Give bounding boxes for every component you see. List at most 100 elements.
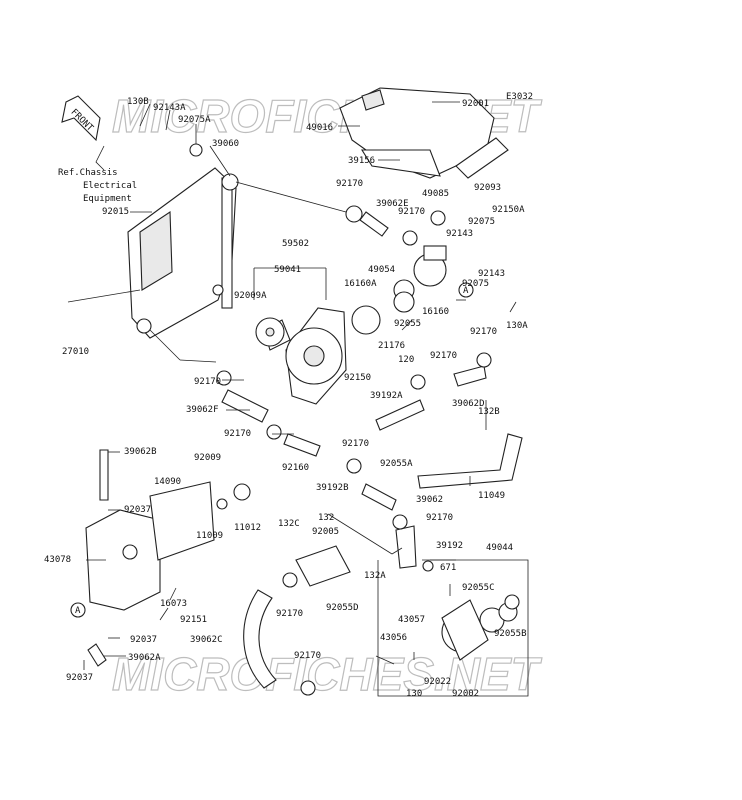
circle-ref-a-label-2: A [75, 606, 81, 616]
reserve-tank-icon [85, 481, 215, 611]
part-label: 92170 [336, 179, 363, 189]
water-pump-icon [441, 599, 518, 661]
part-label: 39062F [186, 405, 219, 415]
part-label: 16160A [344, 279, 377, 289]
reference-note: Ref.Chassis Electrical Equipment [58, 145, 137, 204]
part-label: 671 [440, 563, 456, 573]
part-label: 92055B [494, 629, 527, 639]
part-label: 49016 [306, 123, 333, 133]
part-label: 92055D [326, 603, 359, 613]
pipe-39192-icon [395, 525, 417, 569]
part-labels: 130B 92143A 92075A 39060 92015 27010 920… [44, 97, 528, 699]
part-label: 92055 [394, 319, 421, 329]
pump-group-bracket [377, 559, 529, 697]
part-label: 39062A [128, 653, 161, 663]
ref-note-line-1: Ref.Chassis [58, 168, 118, 178]
part-label: 11049 [478, 491, 505, 501]
water-pipe-icon [417, 433, 523, 489]
gasket-92005-icon [295, 545, 351, 587]
part-label: 39060 [212, 139, 239, 149]
part-label: 92143 [446, 229, 473, 239]
diagram-code: E3032 [506, 92, 533, 102]
part-label: 92170 [426, 513, 453, 523]
part-label: 92005 [312, 527, 339, 537]
part-label: 16073 [160, 599, 187, 609]
part-label: 92015 [102, 207, 129, 217]
watermark-bottom: MICROFICHES.NET [112, 648, 543, 700]
part-label: 39192 [436, 541, 463, 551]
part-label: 132B [478, 407, 500, 417]
part-label: 49044 [486, 543, 513, 553]
part-label: 92075 [468, 217, 495, 227]
part-label: 132 [318, 513, 334, 523]
part-label: 92170 [342, 439, 369, 449]
part-label: 92022 [424, 677, 451, 687]
part-label: 120 [398, 355, 414, 365]
part-label: 92170 [294, 651, 321, 661]
part-label: 39062 [416, 495, 443, 505]
pipe-39192a-icon [375, 399, 425, 431]
hoses-icon [87, 211, 487, 689]
ref-note-line-3: Equipment [83, 194, 132, 204]
part-label: 21176 [378, 341, 405, 351]
part-label: 92170 [398, 207, 425, 217]
ref-note-line-2: Electrical [83, 181, 137, 191]
top-cover-icon [339, 87, 495, 179]
part-label: 92160 [282, 463, 309, 473]
part-label: 92002 [452, 689, 479, 699]
part-label: 92150 [344, 373, 371, 383]
part-label: 92170 [224, 429, 251, 439]
part-label: 92143A [153, 103, 186, 113]
radiator-icon [127, 167, 239, 339]
part-label: 132C [278, 519, 300, 529]
part-label: 92037 [66, 673, 93, 683]
part-label: 59041 [274, 265, 301, 275]
part-label: 14090 [154, 477, 181, 487]
leader-lines [67, 101, 517, 670]
part-label: 27010 [62, 347, 89, 357]
front-arrow: FRONT [61, 95, 101, 142]
circle-ref-a: A A [70, 282, 474, 618]
part-label: 59502 [282, 239, 309, 249]
part-label: 39062C [190, 635, 223, 645]
part-label: 92170 [430, 351, 457, 361]
part-label: 11012 [234, 523, 261, 533]
part-label: 39062D [452, 399, 485, 409]
part-label: 49054 [368, 265, 395, 275]
part-label: 16160 [422, 307, 449, 317]
part-label: 43057 [398, 615, 425, 625]
part-label: 92001 [462, 99, 489, 109]
circle-ref-a-label-1: A [463, 286, 469, 296]
part-label: 39192B [316, 483, 349, 493]
part-label: 92037 [124, 505, 151, 515]
part-label: 39156 [348, 156, 375, 166]
part-label: 92170 [194, 377, 221, 387]
part-label: 92037 [130, 635, 157, 645]
part-label: 132A [364, 571, 386, 581]
part-label: 92150A [492, 205, 525, 215]
part-label: 92055A [380, 459, 413, 469]
part-label: 49085 [422, 189, 449, 199]
part-label: 92009A [234, 291, 267, 301]
part-label: 39062B [124, 447, 157, 457]
part-label: 92093 [474, 183, 501, 193]
part-label: 92143 [478, 269, 505, 279]
part-label: 92055C [462, 583, 495, 593]
fan-assembly-icon [255, 307, 347, 405]
part-label: 92075A [178, 115, 211, 125]
part-label: 43078 [44, 555, 71, 565]
part-label: 92151 [180, 615, 207, 625]
part-label: 92170 [276, 609, 303, 619]
part-label: 92170 [470, 327, 497, 337]
part-label: 43056 [380, 633, 407, 643]
part-label: 130 [406, 689, 422, 699]
part-label: 92009 [194, 453, 221, 463]
part-label: 130A [506, 321, 528, 331]
part-label: 92075 [462, 279, 489, 289]
part-label: 130B [127, 97, 149, 107]
part-label: 39062E [376, 199, 409, 209]
part-label: 39192A [370, 391, 403, 401]
clamps-icon [189, 143, 520, 696]
seal-strip-icon [455, 137, 509, 179]
